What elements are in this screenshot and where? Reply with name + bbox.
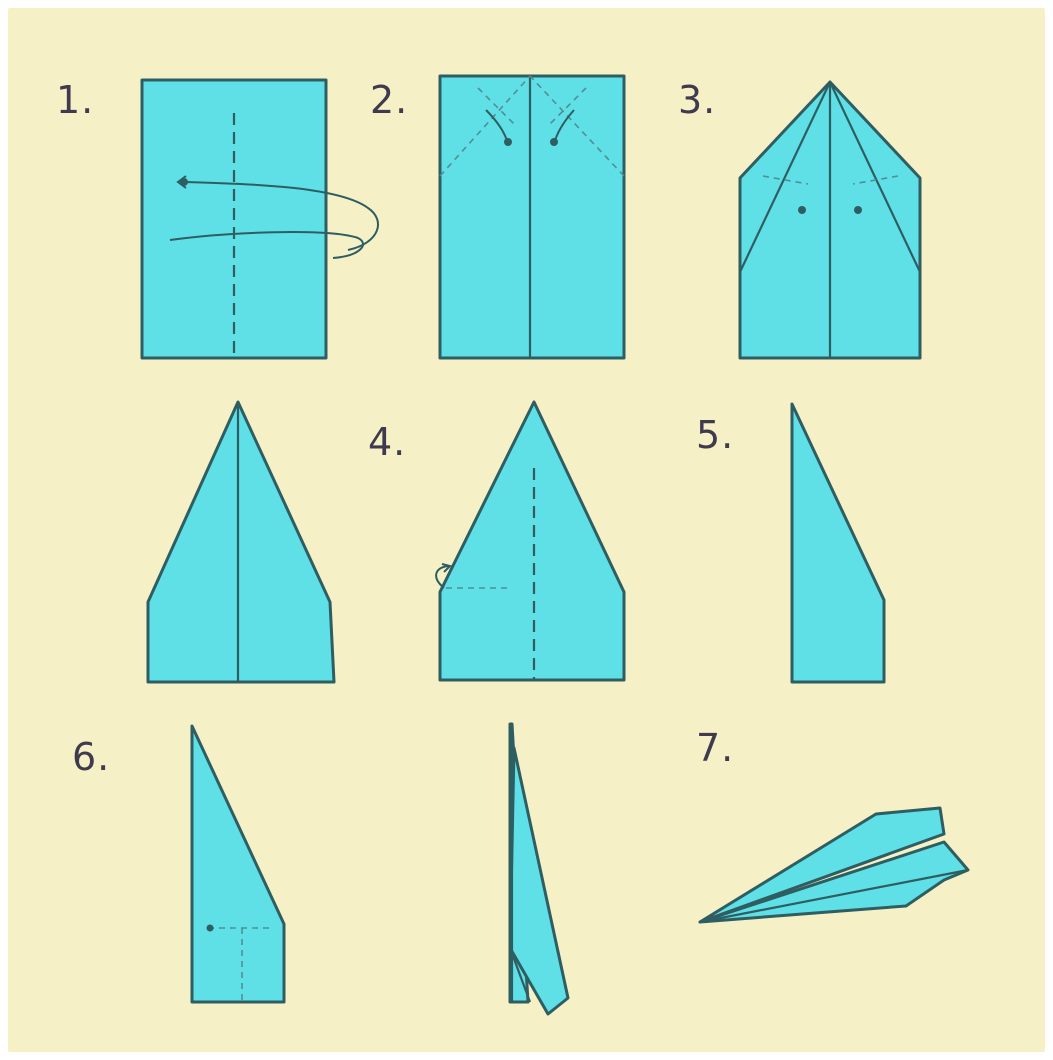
step-7-airplane	[700, 808, 968, 922]
folding-diagram	[8, 8, 1045, 1052]
step-4-sheet	[436, 402, 624, 680]
step-5-sheet	[792, 404, 884, 682]
step-1-sheet	[142, 80, 378, 358]
instruction-canvas: 1. 2. 3. 4. 5. 6. 7.	[8, 8, 1045, 1052]
step-3b-sheet	[148, 402, 334, 682]
step-6-sheet	[192, 726, 284, 1002]
step-6b-sheet	[510, 724, 568, 1014]
step-3-sheet	[740, 82, 920, 358]
step-2-sheet	[440, 76, 624, 358]
